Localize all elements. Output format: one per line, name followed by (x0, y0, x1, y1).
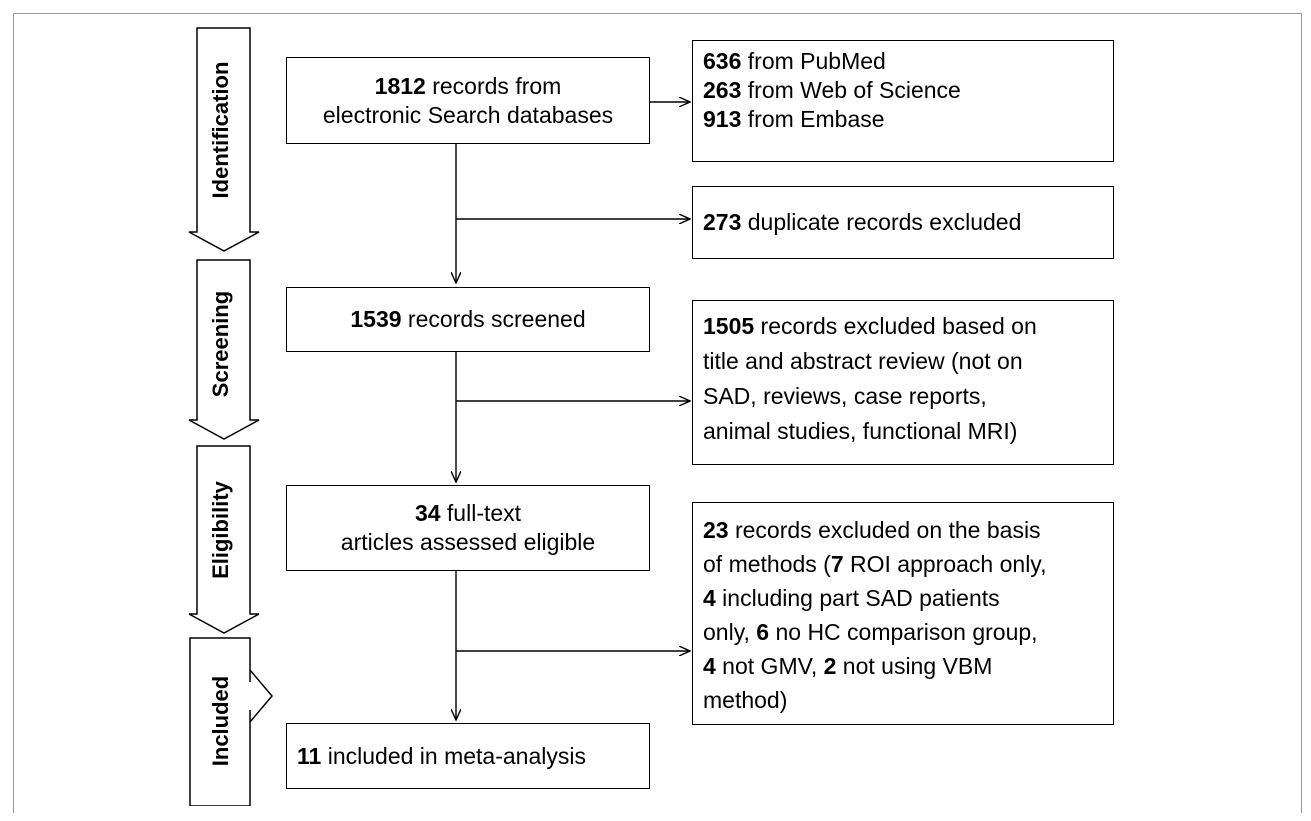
records-identified-box: 1812 records from electronic Search data… (286, 57, 650, 144)
included-box: 11 included in meta-analysis (286, 723, 650, 789)
duplicates-count: 273 (703, 209, 742, 235)
sources-box: 636 from PubMed 263 from Web of Science … (692, 40, 1114, 162)
source-embase: 913 from Embase (703, 106, 885, 132)
excluded-eligibility-box: 23 records excluded on the basis of meth… (692, 502, 1114, 725)
stage-arrow-included (189, 637, 273, 806)
stage-label-eligibility: Eligibility (208, 481, 233, 579)
records-identified-count: 1812 (374, 72, 426, 99)
stage-arrow-screening (188, 259, 260, 440)
fulltext-assessed-box: 34 full-text articles assessed eligible (286, 485, 650, 571)
figure-frame (13, 13, 1302, 813)
records-screened-box: 1539 records screened (286, 287, 650, 352)
excluded-eligibility-count: 23 (703, 517, 729, 543)
stage-label-identification: Identification (208, 61, 233, 199)
stage-arrow-identification (188, 27, 260, 252)
fulltext-count: 34 (414, 500, 441, 526)
duplicates-box: 273 duplicate records excluded (692, 186, 1114, 259)
records-screened-count: 1539 (350, 306, 402, 332)
included-count: 11 (297, 742, 322, 769)
excluded-screening-box: 1505 records excluded based on title and… (692, 300, 1114, 465)
stage-label-screening: Screening (208, 290, 233, 398)
stage-arrow-eligibility (188, 445, 260, 634)
excluded-screening-count: 1505 (703, 313, 755, 339)
stage-label-included: Included (208, 675, 233, 767)
source-pubmed: 636 from PubMed (703, 48, 886, 74)
source-web-of-science: 263 from Web of Science (703, 77, 961, 103)
